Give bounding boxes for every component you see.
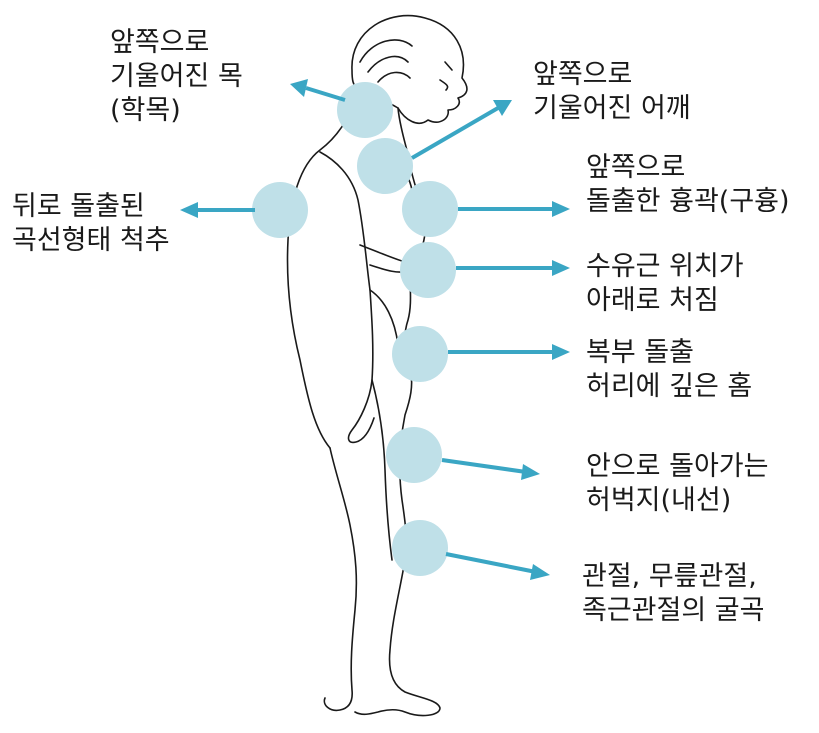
marker-thigh — [386, 427, 442, 483]
label-chest: 앞쪽으로 돌출한 흉곽(구흉) — [586, 151, 790, 219]
arrow-joints — [446, 554, 550, 580]
label-spine-line-2: 곡선형태 척추 — [12, 224, 170, 258]
marker-joints — [392, 520, 448, 576]
markers — [252, 82, 458, 576]
label-abdomen-line-2: 허리에 깊은 홈 — [586, 370, 752, 404]
label-spine: 뒤로 돌출된 곡선형태 척추 — [12, 190, 170, 258]
label-breast-line-2: 아래로 처짐 — [586, 284, 744, 318]
marker-neck — [337, 82, 393, 138]
label-shoulder-line-2: 기울어진 어깨 — [533, 92, 691, 126]
arrow-abdomen — [448, 344, 570, 360]
label-spine-line-1: 뒤로 돌출된 — [12, 190, 170, 224]
label-breast-line-1: 수유근 위치가 — [586, 250, 744, 284]
label-neck: 앞쪽으로 기울어진 목 (학목) — [110, 26, 243, 128]
label-thigh-line-2: 허벅지(내선) — [586, 484, 768, 518]
label-chest-line-2: 돌출한 흉곽(구흉) — [586, 185, 790, 219]
label-shoulder-line-1: 앞쪽으로 — [533, 58, 691, 92]
marker-spine — [252, 182, 308, 238]
arrow-shoulder — [412, 100, 512, 158]
arrow-spine — [180, 202, 255, 218]
label-joints-line-1: 관절, 무릎관절, — [582, 560, 764, 594]
arrow-neck — [290, 79, 345, 100]
label-neck-line-3: (학목) — [110, 94, 243, 128]
label-shoulder: 앞쪽으로 기울어진 어깨 — [533, 58, 691, 126]
arrow-thigh — [442, 460, 540, 480]
label-neck-line-1: 앞쪽으로 — [110, 26, 243, 60]
label-thigh: 안으로 돌아가는 허벅지(내선) — [586, 450, 768, 518]
label-joints: 관절, 무릎관절, 족근관절의 굴곡 — [582, 560, 764, 628]
marker-abdomen — [392, 326, 448, 382]
marker-breast — [400, 242, 456, 298]
marker-chest — [402, 181, 458, 237]
label-thigh-line-1: 안으로 돌아가는 — [586, 450, 768, 484]
marker-shoulder — [357, 138, 413, 194]
arrow-breast — [456, 260, 570, 276]
label-abdomen-line-1: 복부 돌출 — [586, 336, 752, 370]
label-neck-line-2: 기울어진 목 — [110, 60, 243, 94]
label-joints-line-2: 족근관절의 굴곡 — [582, 594, 764, 628]
label-chest-line-1: 앞쪽으로 — [586, 151, 790, 185]
arrow-chest — [458, 201, 570, 217]
label-abdomen: 복부 돌출 허리에 깊은 홈 — [586, 336, 752, 404]
label-breast: 수유근 위치가 아래로 처짐 — [586, 250, 744, 318]
